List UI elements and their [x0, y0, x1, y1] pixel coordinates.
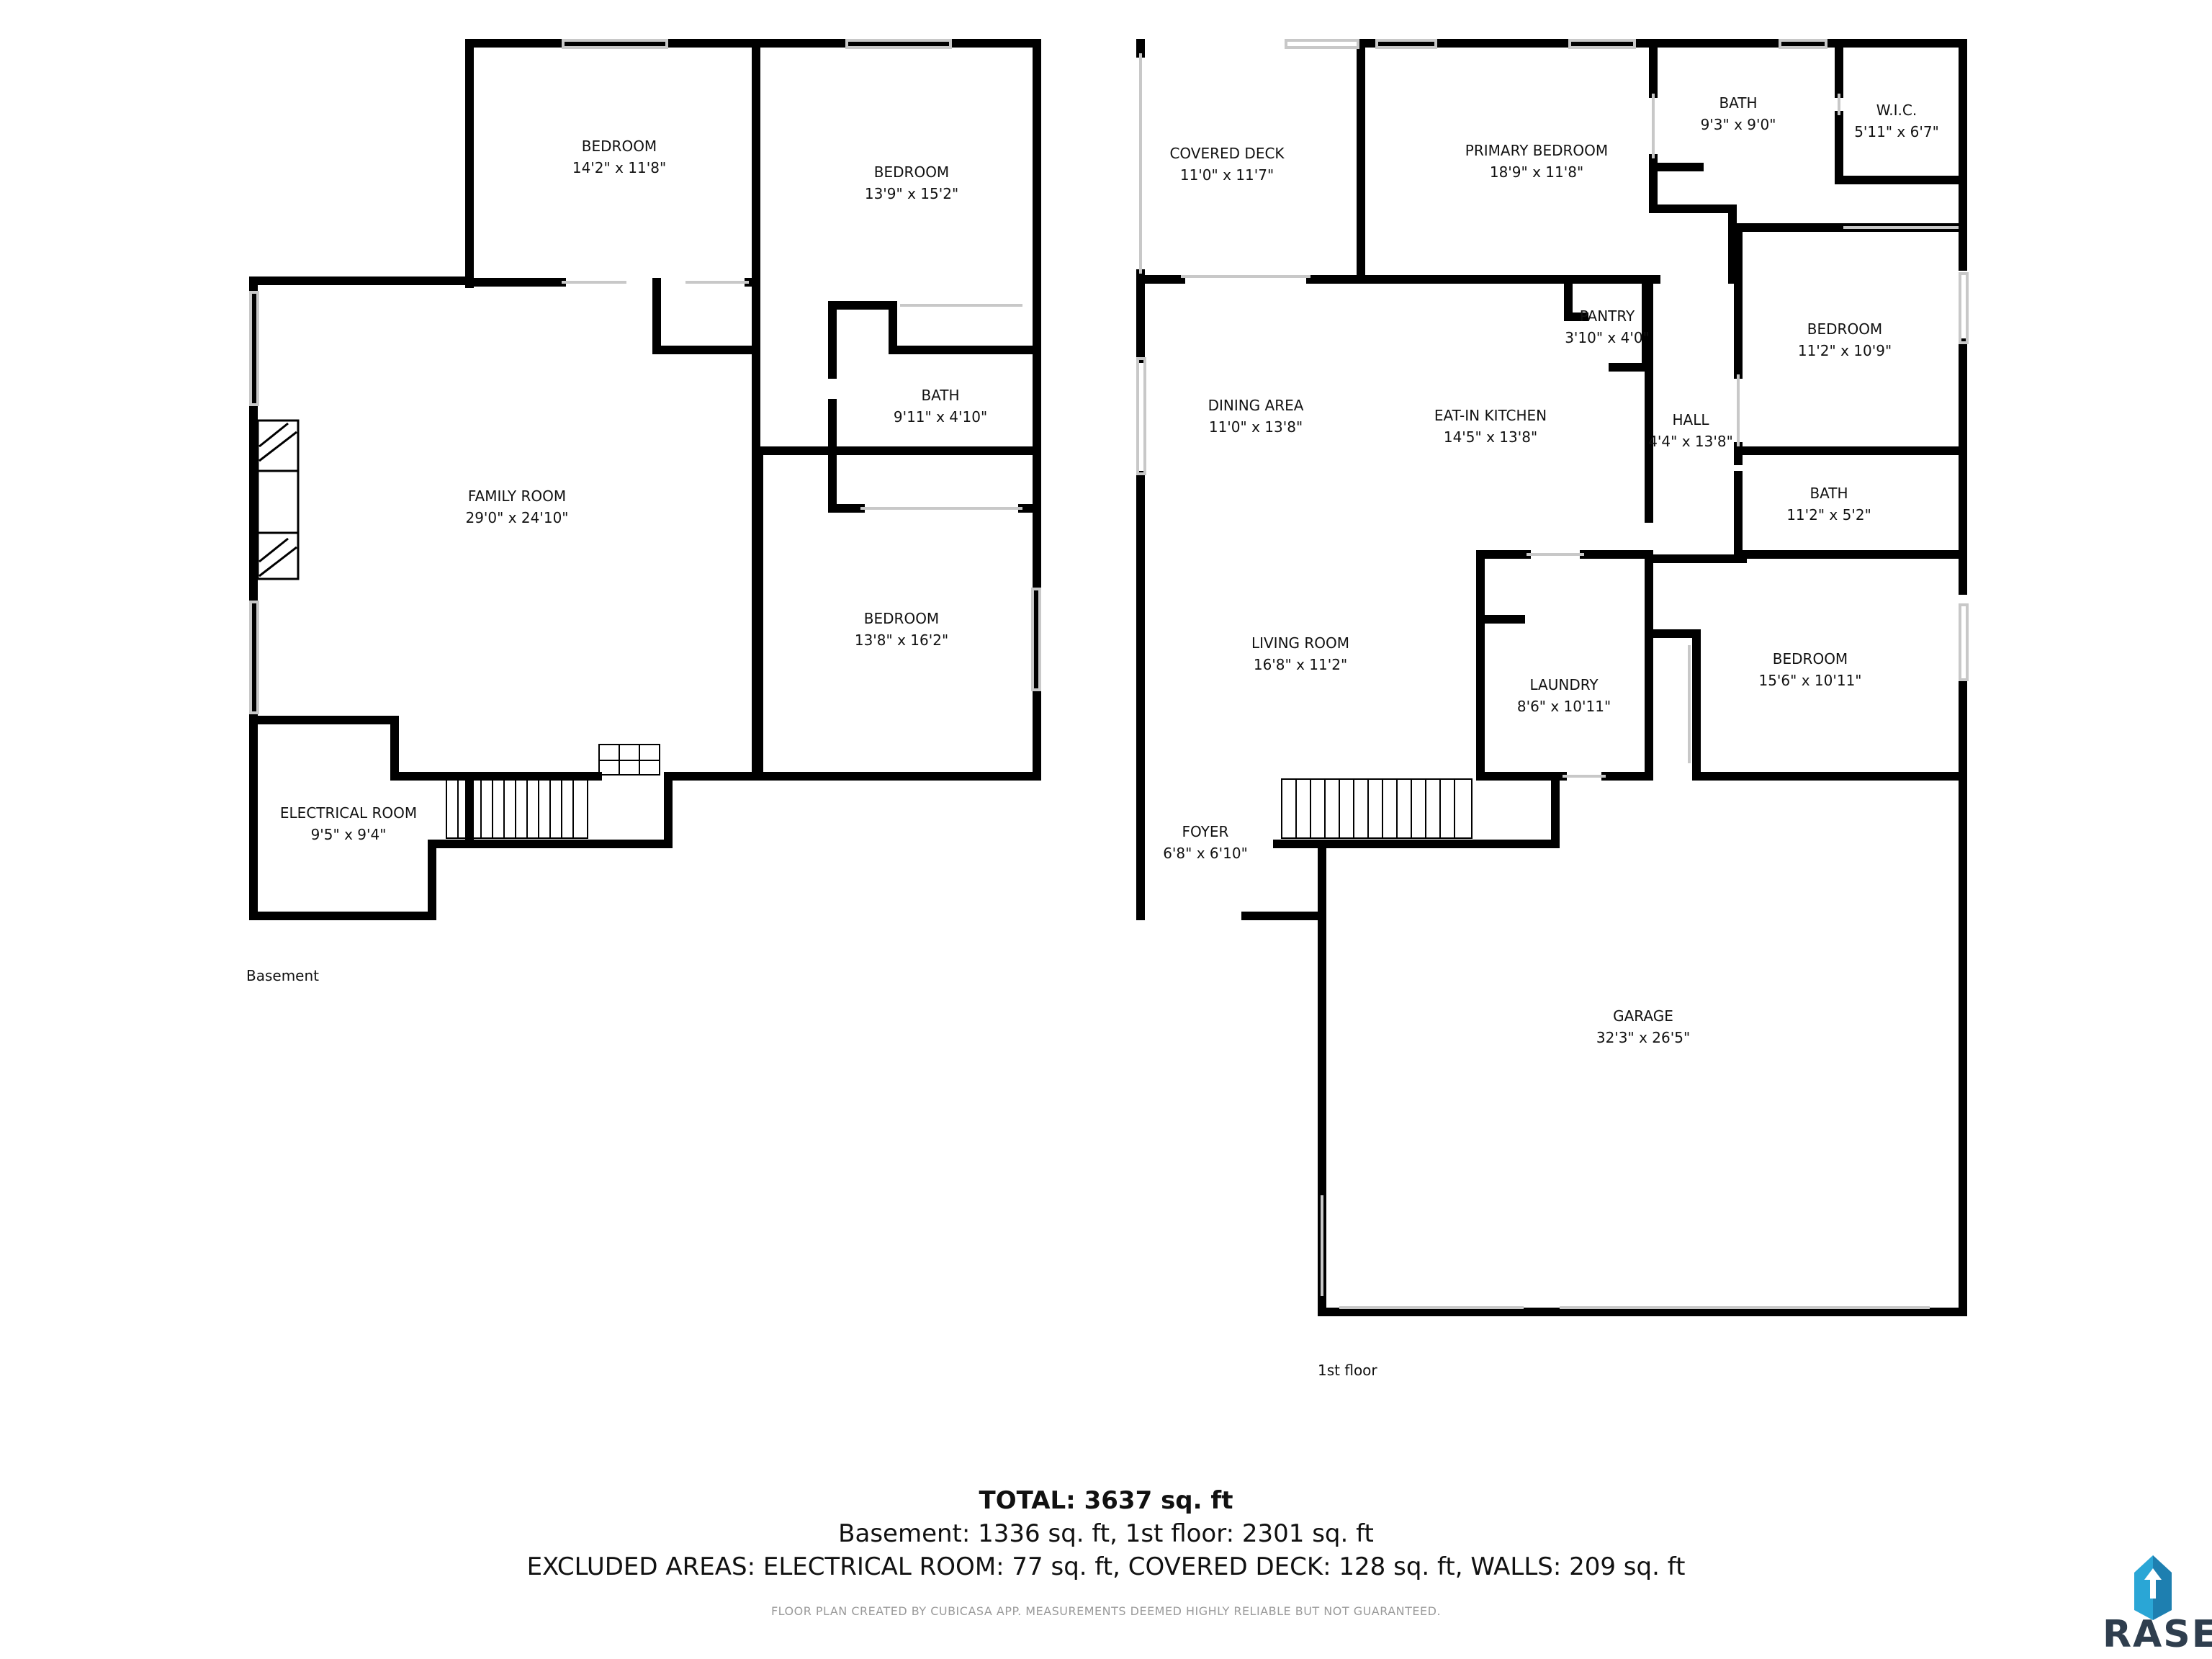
stairs	[446, 744, 1473, 839]
bsmt-bedroom-3-name: BEDROOM	[864, 610, 939, 627]
laundry-name: LAUNDRY	[1529, 676, 1599, 693]
eat-in-kitchen-dimensions: 14'5" x 13'8"	[1444, 428, 1537, 446]
dining-area-name: DINING AREA	[1208, 397, 1304, 414]
covered-deck-dimensions: 11'0" x 11'7"	[1180, 166, 1274, 184]
bedroom-ne-dimensions: 11'2" x 10'9"	[1798, 342, 1892, 359]
bsmt-bedroom-3-dimensions: 13'8" x 16'2"	[855, 631, 948, 649]
bsmt-bedroom-1-name: BEDROOM	[582, 138, 657, 155]
primary-bedroom-name: PRIMARY BEDROOM	[1465, 142, 1608, 159]
eat-in-kitchen-name: EAT-IN KITCHEN	[1434, 407, 1547, 424]
garage-dimensions: 32'3" x 26'5"	[1596, 1029, 1690, 1046]
basement-label: Basement	[246, 967, 319, 984]
walls	[249, 39, 1967, 1316]
house-arrow-logo-icon	[2134, 1555, 2172, 1620]
laundry-dimensions: 8'6" x 10'11"	[1517, 698, 1611, 715]
pantry-name: PANTRY	[1580, 307, 1635, 325]
first-floor-label: 1st floor	[1318, 1362, 1377, 1379]
room-labels: BEDROOM 14'2" x 11'8" BEDROOM 13'9" x 15'2"…	[280, 94, 1939, 1046]
foyer-name: FOYER	[1182, 823, 1229, 840]
openings	[249, 39, 1969, 1309]
brand-logo-text: RASE	[2103, 1613, 2212, 1656]
hall-bath-name: BATH	[1809, 485, 1848, 502]
bedroom-se-dimensions: 15'6" x 10'11"	[1758, 672, 1861, 689]
disclaimer: FLOOR PLAN CREATED BY CUBICASA APP. MEAS…	[770, 1604, 1442, 1618]
total-area: TOTAL: 3637 sq. ft	[979, 1486, 1233, 1515]
dining-area-dimensions: 11'0" x 13'8"	[1209, 418, 1303, 436]
covered-deck-name: COVERED DECK	[1169, 145, 1285, 162]
wic-dimensions: 5'11" x 6'7"	[1854, 123, 1939, 140]
first-floor-walls	[1136, 39, 1967, 1316]
bsmt-bath-dimensions: 9'11" x 4'10"	[894, 408, 987, 426]
excluded-areas: EXCLUDED AREAS: ELECTRICAL ROOM: 77 sq. …	[526, 1552, 1686, 1581]
family-room-dimensions: 29'0" x 24'10"	[465, 509, 568, 526]
hall-name: HALL	[1672, 411, 1709, 428]
living-room-dimensions: 16'8" x 11'2"	[1254, 656, 1347, 673]
electrical-room-dimensions: 9'5" x 9'4"	[311, 826, 387, 843]
floor-areas: Basement: 1336 sq. ft, 1st floor: 2301 s…	[838, 1519, 1374, 1548]
hall-dimensions: 4'4" x 13'8"	[1648, 433, 1733, 450]
bsmt-bath-name: BATH	[921, 387, 959, 404]
living-room-name: LIVING ROOM	[1251, 634, 1349, 652]
hall-bath-dimensions: 11'2" x 5'2"	[1786, 506, 1871, 523]
foyer-dimensions: 6'8" x 6'10"	[1163, 845, 1248, 862]
basement-walls	[249, 39, 1041, 920]
bsmt-bedroom-1-dimensions: 14'2" x 11'8"	[572, 159, 666, 176]
bsmt-bedroom-2-name: BEDROOM	[874, 163, 949, 181]
wic-name: W.I.C.	[1876, 102, 1917, 119]
bsmt-bedroom-2-dimensions: 13'9" x 15'2"	[865, 185, 958, 202]
family-room-name: FAMILY ROOM	[468, 487, 566, 505]
garage-name: GARAGE	[1613, 1007, 1673, 1025]
bedroom-se-name: BEDROOM	[1773, 650, 1848, 667]
pantry-dimensions: 3'10" x 4'0"	[1565, 329, 1650, 346]
electrical-room-name: ELECTRICAL ROOM	[280, 804, 417, 822]
bedroom-ne-name: BEDROOM	[1807, 320, 1882, 338]
primary-bedroom-dimensions: 18'9" x 11'8"	[1490, 163, 1583, 181]
fireplace	[256, 419, 300, 580]
primary-bath-dimensions: 9'3" x 9'0"	[1701, 116, 1776, 133]
primary-bath-name: BATH	[1719, 94, 1757, 112]
